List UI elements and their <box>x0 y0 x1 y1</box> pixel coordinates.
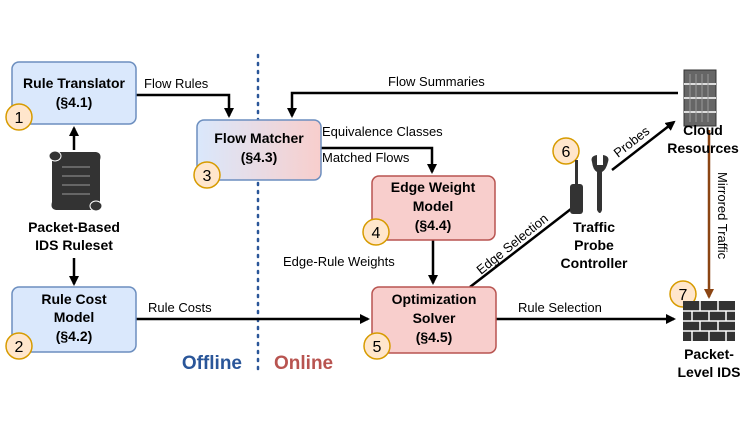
flow-matcher-box: Flow Matcher (§4.3) <box>196 119 322 181</box>
edge-rule-weights-label: Edge-Rule Weights <box>283 254 395 269</box>
step-1-badge: 1 <box>5 103 33 131</box>
svg-text:2: 2 <box>15 339 24 356</box>
cloud-label-line1: Cloud <box>683 122 723 138</box>
step-6-badge: 6 <box>552 137 580 165</box>
svg-text:3: 3 <box>203 168 212 185</box>
svg-text:Model: Model <box>413 198 453 214</box>
offline-section-label: Offline <box>182 353 242 374</box>
svg-text:(§4.3): (§4.3) <box>241 149 278 165</box>
edge-flow-summaries <box>287 91 678 118</box>
tools-icon <box>570 155 609 214</box>
step-5-badge: 5 <box>363 332 391 360</box>
svg-text:Optimization: Optimization <box>392 291 477 307</box>
step-4-badge: 4 <box>362 218 390 246</box>
flow-rules-label: Flow Rules <box>144 76 209 91</box>
svg-text:(§4.1): (§4.1) <box>56 94 93 110</box>
svg-text:4: 4 <box>372 225 381 242</box>
rule-costs-label: Rule Costs <box>148 300 212 315</box>
svg-text:(§4.2): (§4.2) <box>56 328 93 344</box>
matched-flows-label: Matched Flows <box>322 150 410 165</box>
svg-text:(§4.5): (§4.5) <box>416 329 453 345</box>
edge-probes <box>611 120 676 171</box>
ruleset-label-line1: Packet-Based <box>28 219 120 235</box>
ids-label-line1: Packet- <box>684 346 734 362</box>
rule-translator-box: Rule Translator (§4.1) <box>11 61 137 125</box>
edge-flow-rules <box>136 93 234 118</box>
svg-text:7: 7 <box>679 287 688 304</box>
traffic-probe-label-line2: Probe <box>574 237 614 253</box>
server-icon <box>683 69 717 127</box>
traffic-probe-label-line3: Controller <box>561 255 628 271</box>
rule-selection-label: Rule Selection <box>518 300 602 315</box>
step-3-badge: 3 <box>193 161 221 189</box>
step-2-badge: 2 <box>5 332 33 360</box>
scroll-icon <box>48 150 103 212</box>
flow-summaries-label: Flow Summaries <box>388 74 485 89</box>
edge-matched-flows <box>320 146 437 174</box>
edge-weight-model-box: Edge Weight Model (§4.4) <box>371 175 496 241</box>
svg-text:Rule Translator: Rule Translator <box>23 75 125 91</box>
svg-text:Flow Matcher: Flow Matcher <box>214 130 304 146</box>
svg-text:Solver: Solver <box>413 310 456 326</box>
online-section-label: Online <box>274 353 333 374</box>
ids-label-line2: Level IDS <box>677 364 740 380</box>
optimization-solver-box: Optimization Solver (§4.5) <box>371 286 497 354</box>
svg-text:Model: Model <box>54 309 94 325</box>
ruleset-label-line2: IDS Ruleset <box>35 237 113 253</box>
rule-cost-model-box: Rule Cost Model (§4.2) <box>11 286 137 353</box>
traffic-probe-label-line1: Traffic <box>573 219 615 235</box>
edge-edge-selection <box>469 200 582 288</box>
svg-text:Edge Weight: Edge Weight <box>391 179 476 195</box>
brick-wall-icon <box>683 301 735 341</box>
mirrored-traffic-label: Mirrored Traffic <box>715 172 730 260</box>
equivalence-classes-label: Equivalence Classes <box>322 124 443 139</box>
svg-text:Rule Cost: Rule Cost <box>41 291 107 307</box>
svg-text:5: 5 <box>373 339 382 356</box>
svg-text:(§4.4): (§4.4) <box>415 217 452 233</box>
svg-text:1: 1 <box>15 110 24 127</box>
svg-text:6: 6 <box>562 144 571 161</box>
cloud-label-line2: Resources <box>667 140 739 156</box>
